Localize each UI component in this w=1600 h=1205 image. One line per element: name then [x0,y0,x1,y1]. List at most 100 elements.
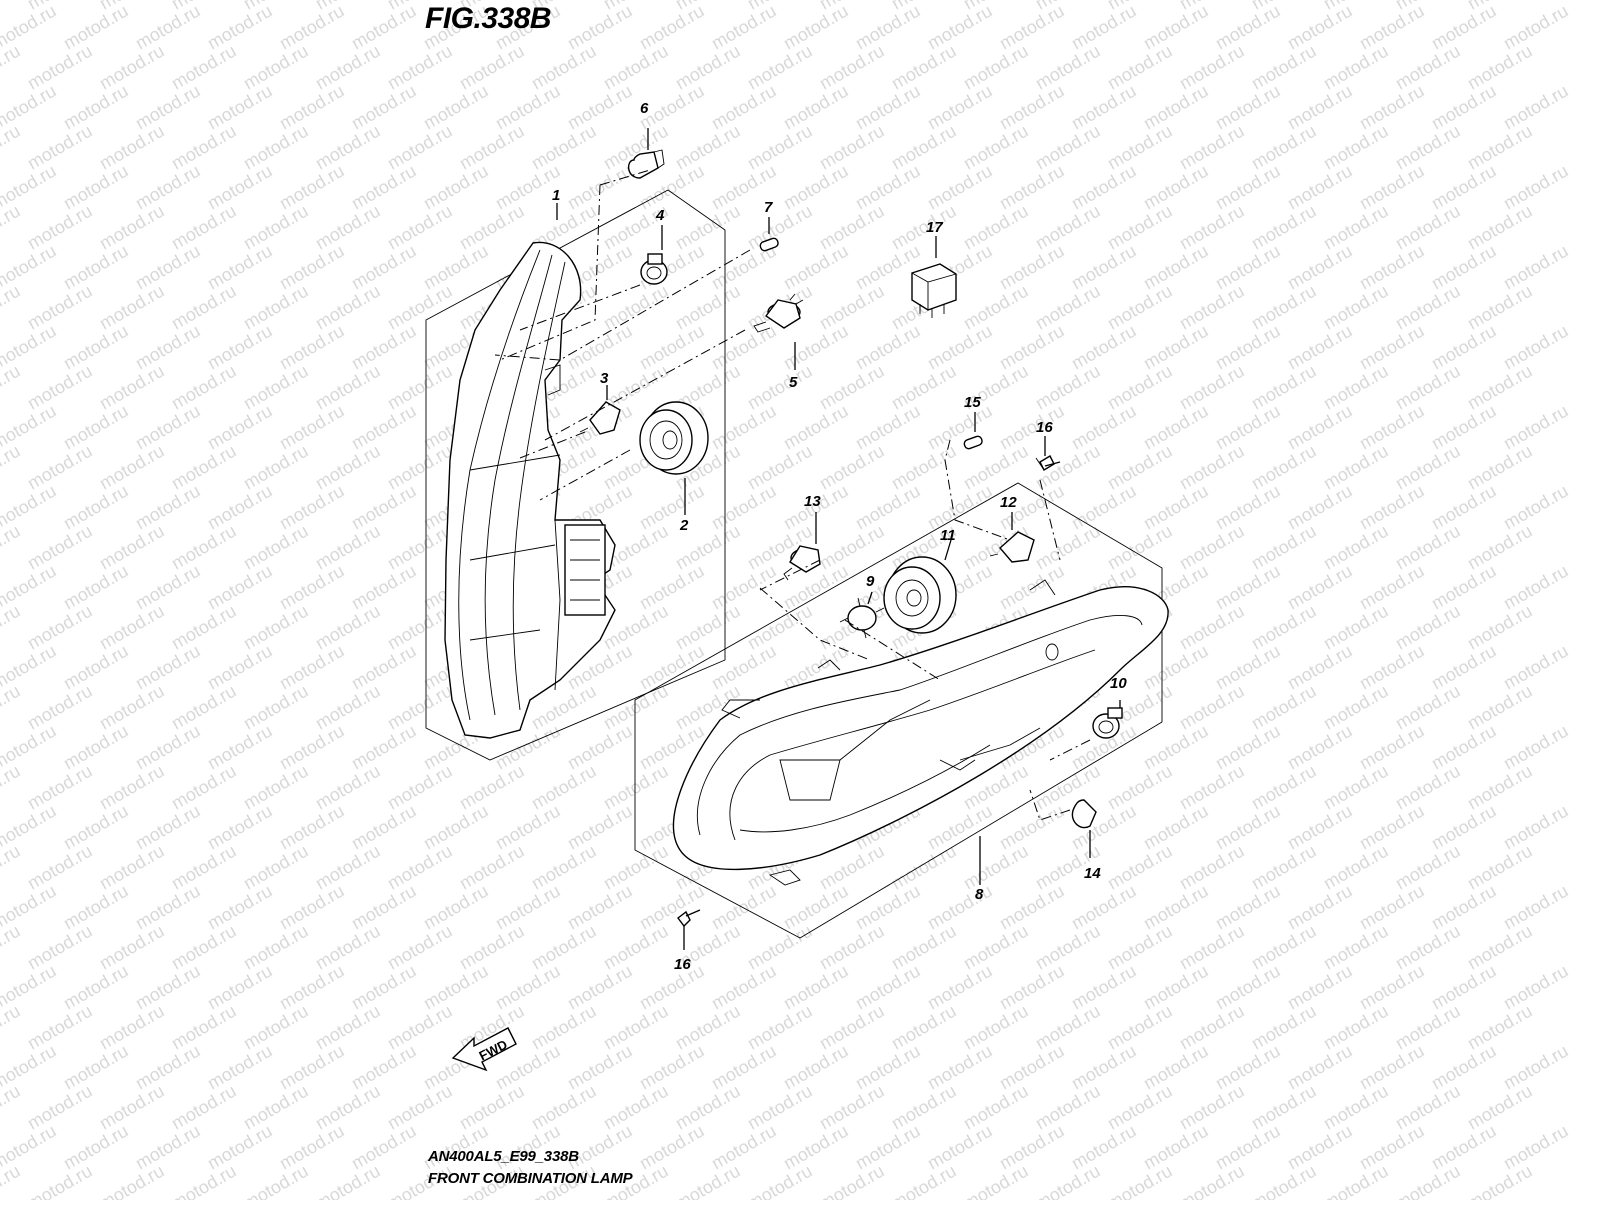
watermark-text: motod.ru [924,1041,996,1094]
watermark-text: motod.ru [528,1001,600,1054]
watermark-text: motod.ru [852,881,924,934]
watermark-text: motod.ru [240,841,312,894]
watermark-text: motod.ru [816,1161,888,1200]
watermark-text: motod.ru [60,1041,132,1094]
watermark-text: motod.ru [1248,841,1320,894]
watermark-text: motod.ru [1068,81,1140,134]
watermark-text: motod.ru [1392,441,1464,494]
watermark-text: motod.ru [1320,681,1392,734]
watermark-text: motod.ru [636,1041,708,1094]
watermark-text: motod.ru [1392,281,1464,334]
watermark-text: motod.ru [708,401,780,454]
watermark-text: motod.ru [1284,561,1356,614]
watermark-text: motod.ru [240,201,312,254]
watermark-text: motod.ru [204,81,276,134]
watermark-text: motod.ru [780,1041,852,1094]
watermark-text: motod.ru [60,401,132,454]
watermark-text: motod.ru [1392,1081,1464,1134]
watermark-text: motod.ru [348,641,420,694]
watermark-text: motod.ru [1356,81,1428,134]
watermark-text: motod.ru [1212,1,1284,54]
left-assembly [425,128,804,761]
watermark-text: motod.ru [348,1041,420,1094]
watermark-text: motod.ru [348,961,420,1014]
watermark-text: motod.ru [816,521,888,574]
watermark-text: motod.ru [1356,801,1428,854]
watermark-text: motod.ru [1284,321,1356,374]
watermark-text: motod.ru [1248,921,1320,974]
watermark-text: motod.ru [1140,881,1212,934]
watermark-text: motod.ru [1248,601,1320,654]
watermark-text: motod.ru [924,801,996,854]
watermark-text: motod.ru [1032,121,1104,174]
watermark-text: motod.ru [204,401,276,454]
watermark-text: motod.ru [1176,281,1248,334]
watermark-text: motod.ru [132,321,204,374]
watermark-text: motod.ru [708,561,780,614]
watermark-text: motod.ru [96,601,168,654]
headlight-assembly-8 [672,586,1169,871]
watermark-text: motod.ru [168,1001,240,1054]
watermark-text: motod.ru [1428,161,1500,214]
watermark-text: motod.ru [60,1,132,54]
part-10-socket [1092,707,1123,739]
watermark-text: motod.ru [132,81,204,134]
watermark-text: motod.ru [1320,521,1392,574]
watermark-text: motod.ru [96,41,168,94]
watermark-text: motod.ru [384,281,456,334]
watermark-text: motod.ru [132,561,204,614]
part-15-small-bulb [963,435,983,450]
watermark-text: motod.ru [888,1081,960,1134]
watermark-text: motod.ru [852,961,924,1014]
part-5-bulb [753,293,804,333]
watermark-text: motod.ru [384,1081,456,1134]
watermark-text: motod.ru [168,1161,240,1200]
watermark-text: motod.ru [1176,121,1248,174]
watermark-text: motod.ru [348,81,420,134]
watermark-text: motod.ru [492,81,564,134]
watermark-text: motod.ru [0,441,24,494]
watermark-text: motod.ru [852,401,924,454]
watermark-text: motod.ru [924,321,996,374]
watermark-text: motod.ru [672,121,744,174]
watermark-text: motod.ru [1068,481,1140,534]
watermark-text: motod.ru [636,1121,708,1174]
watermark-text: motod.ru [1212,161,1284,214]
watermark-text: motod.ru [492,881,564,934]
watermark-text: motod.ru [132,1041,204,1094]
watermark-text: motod.ru [1392,601,1464,654]
watermark-text: motod.ru [456,201,528,254]
watermark-text: motod.ru [24,521,96,574]
watermark-text: motod.ru [1356,1,1428,54]
watermark-text: motod.ru [204,1,276,54]
watermark-text: motod.ru [60,161,132,214]
watermark-text: motod.ru [1104,361,1176,414]
watermark-text: motod.ru [276,961,348,1014]
watermark-text: motod.ru [1284,161,1356,214]
watermark-text: motod.ru [312,121,384,174]
watermark-text: motod.ru [1032,41,1104,94]
part-12-bulb-socket [989,531,1035,563]
watermark-text: motod.ru [1284,241,1356,294]
watermark-text: motod.ru [348,401,420,454]
watermark-text: motod.ru [528,921,600,974]
watermark-text: motod.ru [1356,1121,1428,1174]
watermark-text: motod.ru [1320,1001,1392,1054]
watermark-text: motod.ru [1464,41,1536,94]
watermark-text: motod.ru [672,1161,744,1200]
watermark-text: motod.ru [1140,401,1212,454]
callout-2: 2 [679,517,689,534]
watermark-text: motod.ru [816,41,888,94]
watermark-text: motod.ru [1176,761,1248,814]
watermark-text: motod.ru [240,361,312,414]
watermark-text: motod.ru [780,81,852,134]
watermark-text: motod.ru [132,161,204,214]
watermark-text: motod.ru [240,41,312,94]
watermark-text: motod.ru [888,361,960,414]
watermark-text: motod.ru [996,401,1068,454]
watermark-text: motod.ru [1500,801,1572,854]
watermark-text: motod.ru [924,401,996,454]
watermark-text: motod.ru [564,801,636,854]
watermark-text: motod.ru [600,281,672,334]
